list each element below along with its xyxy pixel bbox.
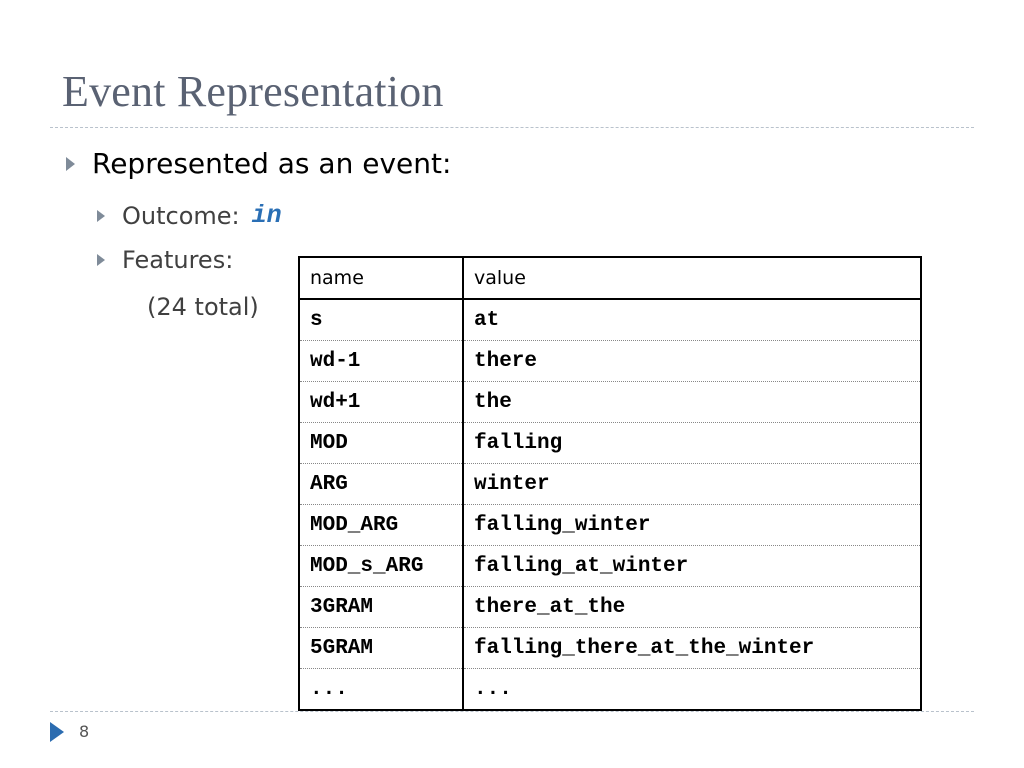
bullet-arrow-icon [66, 157, 75, 171]
table-row: MOD_ARG falling_winter [299, 504, 921, 546]
table-row: 3GRAM there_at_the [299, 586, 921, 628]
feature-name-cell: s [299, 299, 464, 341]
feature-value-cell: the [463, 381, 921, 423]
table-row: ... ... [299, 668, 921, 710]
feature-value-cell: there_at_the [463, 586, 921, 628]
bullet-features: Features: [97, 248, 233, 272]
feature-value-cell: falling [463, 422, 921, 464]
footer-divider [50, 711, 974, 712]
feature-name-cell: MOD_s_ARG [299, 545, 464, 587]
table-row: MOD_s_ARG falling_at_winter [299, 545, 921, 587]
page-number: 8 [79, 722, 90, 741]
feature-value-cell: falling_winter [463, 504, 921, 546]
feature-value-cell: ... [474, 677, 512, 701]
bullet-arrow-icon [97, 209, 105, 222]
features-label: Features: [122, 246, 234, 274]
feature-name-cell: MOD_ARG [299, 504, 464, 546]
feature-value-cell: at [463, 299, 921, 341]
table-row: s at [299, 299, 921, 341]
feature-value-cell: falling_there_at_the_winter [463, 627, 921, 669]
feature-value-cell: falling_at_winter [463, 545, 921, 587]
feature-name-cell: wd+1 [299, 381, 464, 423]
table-row: wd+1 the [299, 381, 921, 423]
table-header-row: name value [299, 257, 921, 300]
feature-name-cell: MOD [299, 422, 464, 464]
feature-value-cell: winter [463, 463, 921, 505]
features-total: (24 total) [147, 293, 259, 321]
table-row: 5GRAM falling_there_at_the_winter [299, 627, 921, 669]
table-row: wd-1 there [299, 340, 921, 382]
bullet-outcome: Outcome: in [97, 201, 282, 230]
feature-name-cell: ARG [299, 463, 464, 505]
feature-name-cell: ... [299, 668, 464, 710]
feature-value-cell: there [463, 340, 921, 382]
column-header-name: name [299, 257, 464, 300]
column-header-value: value [463, 257, 921, 300]
feature-name-cell: 5GRAM [299, 627, 464, 669]
bullet-arrow-icon [97, 254, 105, 266]
bullet-main-text: Represented as an event: [92, 147, 452, 180]
table-row: ARG winter [299, 463, 921, 505]
table-row: MOD falling [299, 422, 921, 464]
title-divider [50, 127, 974, 128]
feature-name-cell: 3GRAM [299, 586, 464, 628]
features-table: name value s at wd-1 there wd+1 the MOD … [298, 256, 922, 711]
outcome-label: Outcome: [122, 201, 240, 230]
outcome-value: in [251, 201, 282, 230]
slide-title: Event Representation [62, 67, 444, 116]
footer-arrow-icon [50, 722, 64, 742]
feature-name-cell: wd-1 [299, 340, 464, 382]
bullet-represented: Represented as an event: [66, 150, 451, 178]
